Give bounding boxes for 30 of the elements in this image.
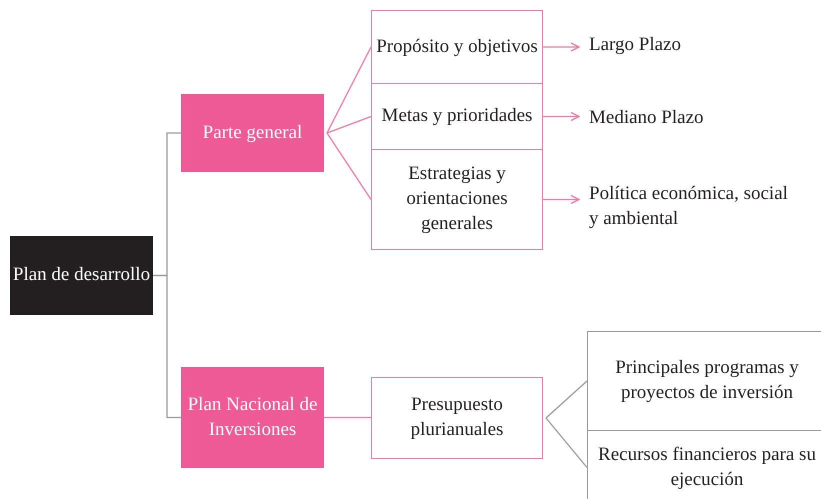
connector-line — [546, 380, 588, 418]
connector-line — [324, 416, 371, 418]
component-box — [371, 10, 543, 84]
box-label: Recursos financieros para su ejecución — [597, 442, 817, 492]
outcome-text: Mediano Plazo — [589, 106, 704, 130]
arrow — [543, 42, 580, 52]
outcome-text: Política económica, social y ambiental — [589, 182, 789, 231]
arrow — [543, 112, 580, 122]
box-label: Principales programas y proyectos de inversión — [614, 356, 800, 405]
box-label: Parte general — [202, 120, 302, 145]
component-box — [371, 149, 543, 250]
box-label: Plan Nacional de Inversiones — [186, 392, 318, 442]
connector-line — [326, 132, 372, 200]
connector-line — [546, 418, 588, 468]
root-box — [10, 236, 153, 315]
component-box — [371, 377, 543, 459]
box-label: Presupuesto plurianuales — [410, 393, 504, 442]
box-label: Propósito y objetivos — [376, 34, 538, 59]
category-box — [181, 94, 324, 172]
component-box — [371, 83, 543, 150]
box-label: Estrategias y orientaciones generales — [405, 162, 509, 236]
arrow — [543, 194, 580, 204]
box-label: Plan de desarrollo — [12, 263, 150, 288]
connector-line — [326, 116, 372, 134]
category-box — [181, 367, 324, 468]
detail-box — [587, 331, 821, 431]
outcome-text: Largo Plazo — [589, 32, 681, 57]
box-label: Metas y prioridades — [382, 104, 532, 128]
connector-line — [326, 46, 372, 134]
connector-line — [153, 274, 181, 418]
